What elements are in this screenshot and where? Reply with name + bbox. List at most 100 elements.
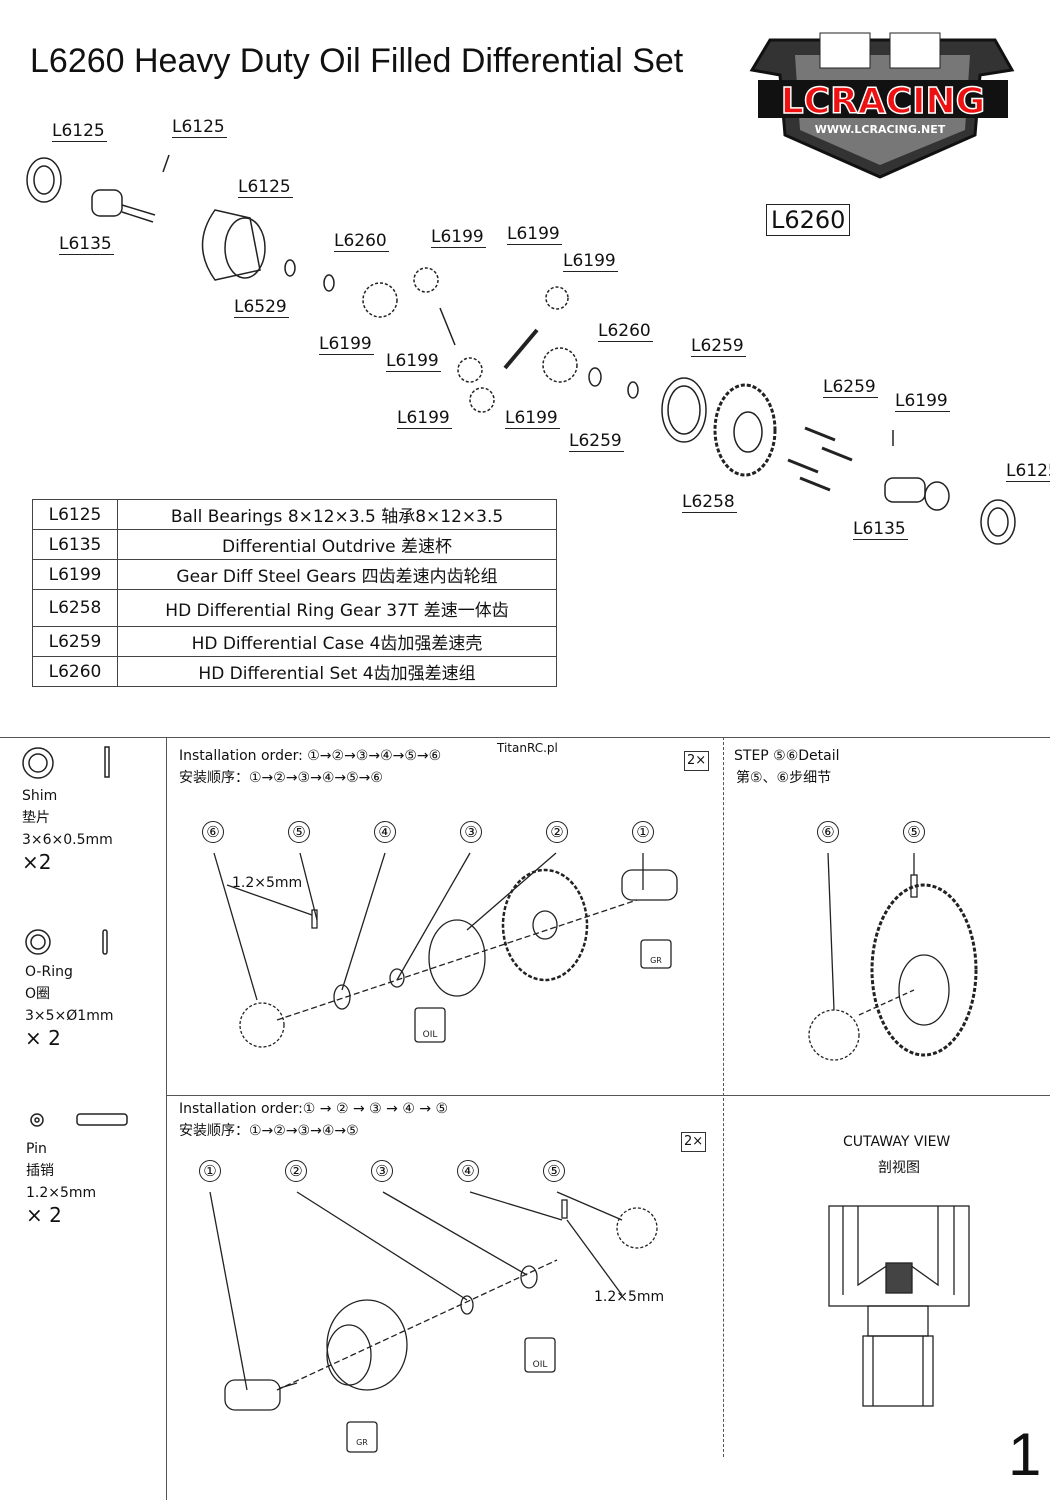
- pin-drawing: [162, 154, 170, 173]
- svg-text:WWW.LCRACING.NET: WWW.LCRACING.NET: [815, 123, 946, 136]
- step1-multiplier: 2×: [684, 751, 710, 771]
- gear-drawing: [239, 1002, 285, 1048]
- gear-drawing: [413, 267, 439, 293]
- exploded-view-diagram: [26, 154, 1016, 545]
- hardware-name-cn: 插销: [26, 1163, 54, 1179]
- gear-drawing: [469, 387, 495, 413]
- pin-drawing: [561, 1199, 568, 1219]
- part-label: L6199: [397, 408, 452, 429]
- hardware-name: O-Ring: [25, 964, 73, 980]
- part-label: L6260: [334, 231, 389, 252]
- detail-title-en: STEP ⑤⑥Detail: [734, 748, 840, 764]
- screws-drawing: [787, 426, 853, 492]
- grease-label: GR: [356, 1438, 368, 1447]
- hardware-size: 3×6×0.5mm: [22, 832, 113, 848]
- part-label: L6199: [563, 251, 618, 272]
- part-description: HD Differential Ring Gear 37T 差速一体齿: [117, 589, 557, 627]
- step1-order-en: Installation order: ①→②→③→④→⑤→⑥: [179, 748, 442, 764]
- step-number: ⑤: [288, 821, 310, 843]
- gear-drawing: [616, 1207, 658, 1249]
- part-label: L6125: [52, 121, 107, 142]
- part-label: L6199: [319, 334, 374, 355]
- part-label: L6125: [238, 177, 293, 198]
- hardware-shim: Shim 垫片 3×6×0.5mm ×2: [22, 785, 113, 873]
- divider: [166, 737, 167, 1500]
- part-code: L6125: [32, 499, 118, 530]
- divider: [0, 737, 1050, 738]
- step-number: ⑥: [202, 821, 224, 843]
- lcracing-logo: LCRACING WWW.LCRACING.NET: [749, 25, 1015, 180]
- step2-diagram: OIL GR: [209, 1191, 658, 1453]
- cutaway-title-en: CUTAWAY VIEW: [843, 1134, 951, 1150]
- part-description: Ball Bearings 8×12×3.5 轴承8×12×3.5: [117, 499, 557, 530]
- part-description: HD Differential Case 4齿加强差速壳: [117, 626, 557, 657]
- oil-icon: [524, 1337, 556, 1373]
- hardware-name: Pin: [26, 1141, 47, 1157]
- pin-drawing: [439, 307, 456, 346]
- hardware-name-cn: 垫片: [22, 810, 50, 826]
- part-label: L6199: [505, 408, 560, 429]
- detail-title-cn: 第⑤、⑥步细节: [736, 770, 832, 786]
- part-label: L6135: [853, 519, 908, 540]
- step2-multiplier: 2×: [681, 1132, 707, 1152]
- hardware-qty: × 2: [26, 1203, 62, 1227]
- step1-order-cn: 安装顺序：①→②→③→④→⑤→⑥: [179, 770, 383, 786]
- part-description: HD Differential Set 4齿加强差速组: [117, 656, 557, 687]
- cutaway-diagram: [828, 1205, 970, 1407]
- step-number: ①: [632, 821, 654, 843]
- part-label: L6260: [598, 321, 653, 342]
- gear-drawing: [457, 357, 483, 383]
- bearing-drawing: [980, 499, 1016, 545]
- grease-icon: [640, 939, 672, 969]
- hardware-size: 3×5×Ø1mm: [25, 1008, 114, 1024]
- step-number: ③: [460, 821, 482, 843]
- oring-drawing: [460, 1295, 474, 1315]
- step-number: ⑤: [543, 1160, 565, 1182]
- pin-icon: [30, 1113, 128, 1127]
- outdrive-drawing: [884, 477, 950, 511]
- step2-order-cn: 安装顺序：①→②→③→④→⑤: [179, 1123, 359, 1139]
- ring-gear-drawing: [713, 383, 777, 477]
- part-label: L6259: [569, 431, 624, 452]
- part-label: L6125: [172, 117, 227, 138]
- part-description: Gear Diff Steel Gears 四齿差速内齿轮组: [117, 559, 557, 590]
- part-code: L6199: [32, 559, 118, 590]
- shim-drawing: [588, 367, 602, 387]
- svg-text:LCRACING: LCRACING: [781, 81, 985, 122]
- shim-drawing: [520, 1265, 538, 1289]
- part-label: L6529: [234, 297, 289, 318]
- hardware-name: Shim: [22, 788, 58, 804]
- diff-case-drawing: [326, 1299, 408, 1391]
- part-label: L6125: [1006, 461, 1050, 482]
- part-description: Differential Outdrive 差速杯: [117, 529, 557, 560]
- part-code: L6135: [32, 529, 118, 560]
- page-title: L6260 Heavy Duty Oil Filled Differential…: [30, 42, 684, 80]
- hardware-size: 1.2×5mm: [26, 1185, 97, 1201]
- bearing-drawing: [26, 157, 62, 203]
- oil-icon: [414, 1007, 446, 1043]
- shaft-drawing: [503, 328, 539, 370]
- hardware-oring: O-Ring O圈 3×5×Ø1mm × 2: [25, 961, 113, 1049]
- part-label: L6199: [507, 224, 562, 245]
- shim-drawing: [323, 274, 335, 292]
- step-number: ②: [285, 1160, 307, 1182]
- shaft-drawing: [333, 984, 351, 1010]
- hardware-qty: × 2: [25, 1026, 61, 1050]
- oring-icon: [25, 929, 108, 955]
- step2-order-en: Installation order:① → ② → ③ → ④ → ⑤: [179, 1101, 449, 1117]
- step1-diagram: OIL GR: [213, 852, 678, 1048]
- grease-icon: [346, 1421, 378, 1453]
- oil-label: OIL: [423, 1030, 438, 1040]
- gear-drawing: [808, 1009, 860, 1061]
- watermark: TitanRC.pl: [497, 741, 558, 755]
- part-label: L6199: [386, 351, 441, 372]
- step-number: ③: [371, 1160, 393, 1182]
- part-code: L6259: [32, 626, 118, 657]
